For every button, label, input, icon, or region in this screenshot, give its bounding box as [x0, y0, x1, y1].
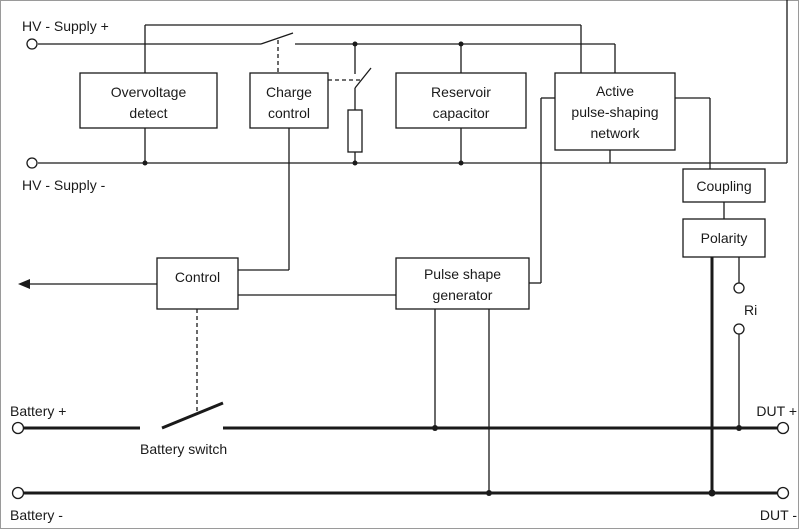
polarity-block: Polarity: [682, 218, 766, 258]
polarity-label: Polarity: [701, 230, 748, 246]
pulse-generator-label-2: generator: [433, 287, 493, 303]
charge-control-block: Charge control: [249, 72, 329, 129]
hv-plus-terminal: [26, 38, 38, 50]
dut-minus-terminal: [776, 486, 790, 500]
ri-terminal-top: [733, 282, 745, 294]
active-network-label-1: Active: [596, 83, 634, 99]
dut-minus-label: DUT -: [760, 507, 797, 523]
battery-minus-label: Battery -: [10, 507, 63, 523]
charge-control-label-2: control: [268, 105, 310, 121]
discharge-switch: [328, 44, 372, 110]
battery-minus-terminal: [11, 486, 25, 500]
control-block: Control: [156, 257, 239, 310]
coupling-block: Coupling: [682, 168, 766, 203]
hv-supply-switch: [260, 32, 294, 73]
hv-plus-rail: [38, 24, 616, 73]
charge-control-label-1: Charge: [266, 84, 312, 100]
control-output-arrow: [18, 279, 157, 289]
charge-control-to-control-wire: [238, 128, 290, 271]
coupling-label: Coupling: [696, 178, 751, 194]
control-label: Control: [175, 269, 220, 285]
active-network-label-3: network: [590, 125, 640, 141]
reservoir-label-2: capacitor: [433, 105, 490, 121]
hv-minus-label: HV - Supply -: [22, 177, 106, 193]
battery-plus-label: Battery +: [10, 403, 66, 419]
hv-minus-terminal: [26, 157, 38, 169]
reservoir-label-1: Reservoir: [431, 84, 491, 100]
overvoltage-label-1: Overvoltage: [111, 84, 187, 100]
ri-label: Ri: [744, 302, 757, 318]
battery-plus-terminal: [11, 421, 25, 435]
pulse-shape-generator-block: Pulse shape generator: [395, 257, 530, 310]
dut-plus-terminal: [776, 421, 790, 435]
battery-plus-rail: [23, 401, 777, 431]
pulse-generator-label-1: Pulse shape: [424, 266, 501, 282]
battery-switch-label: Battery switch: [140, 441, 227, 457]
overvoltage-detect-block: Overvoltage detect: [79, 72, 218, 129]
active-network-label-2: pulse-shaping: [571, 104, 658, 120]
generator-to-network-wire: [529, 97, 555, 284]
hv-minus-rail: [38, 0, 788, 166]
battery-minus-rail: [23, 489, 777, 497]
hv-plus-label: HV - Supply +: [22, 18, 109, 34]
discharge-resistor: [347, 109, 363, 153]
active-pulse-shaping-network-block: Active pulse-shaping network: [554, 72, 676, 151]
overvoltage-label-2: detect: [129, 105, 167, 121]
reservoir-capacitor-block: Reservoir capacitor: [395, 72, 527, 129]
ri-terminal-bottom: [733, 323, 745, 335]
dut-plus-label: DUT +: [756, 403, 797, 419]
